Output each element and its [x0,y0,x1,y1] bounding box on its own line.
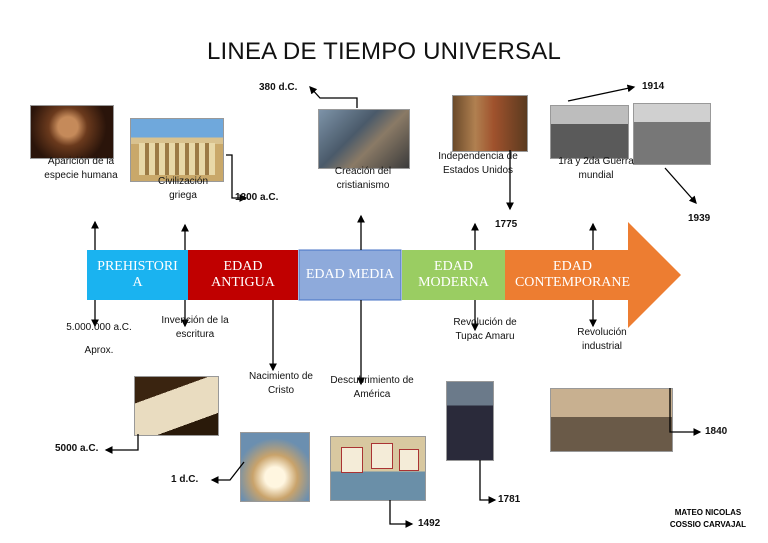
year-380-dc: 380 d.C. [259,82,298,93]
year-1781: 1781 [498,494,521,505]
event-invencion-escritura: Invención de la escritura [161,315,229,340]
year-1939: 1939 [688,213,711,224]
year-5000-ac: 5000 a.C. [55,443,99,454]
tupac-amaru-portrait [446,381,494,461]
event-revolucion-tupac-amaru: Revolución de Tupac Amaru [453,317,517,342]
event-independencia-eeuu: Independencia de Estados Unidos [438,151,518,176]
nativity-painting [240,432,310,502]
event-revolucion-industrial: Revolución industrial [577,327,627,352]
constantine-painting [318,109,410,169]
event-civilizacion-griega: Civilización griega [157,176,208,201]
event-descubrimiento-america: Descubrimiento de América [330,375,414,400]
author-name: MATEO NICOLAS COSSIO CARVAJAL [669,508,747,529]
year-1914: 1914 [642,81,665,92]
parthenon-photo [130,118,224,182]
independence-painting [452,95,528,152]
era-edad-contemporanea: EDAD CONTEMPORANE [514,259,631,290]
event-guerras-mundiales: 1ra y 2da Guerra mundial [558,156,634,181]
era-edad-moderna: EDAD MODERNA [402,250,505,300]
event-creacion-cristianismo: Creación del cristianismo [334,166,392,191]
era-edad-contemporanea-arrow [505,222,681,328]
page-title: LINEA DE TIEMPO UNIVERSAL [207,38,561,65]
year-1492: 1492 [418,518,441,529]
book-photo [134,376,219,436]
caravel-ships-painting [330,436,426,501]
era-prehistoria: PREHISTORI A [87,250,188,300]
era-edad-antigua: EDAD ANTIGUA [188,250,298,300]
factory-photo [550,388,673,452]
ww2-photo [633,103,711,165]
year-1200-ac: 1200 a.C. [235,192,279,203]
caveman-photo [30,105,114,159]
year-1-dc: 1 d.C. [171,474,199,485]
year-1775: 1775 [495,219,518,230]
event-aparicion-especie-humana: Aparición de la especie humana [44,156,118,181]
era-edad-media: EDAD MEDIA [299,250,401,300]
event-nacimiento-cristo: Nacimiento de Cristo [249,371,313,396]
event-5000000-ac: 5.000.000 a.C. Aprox. [66,322,132,356]
ww1-photo [550,105,629,159]
year-1840: 1840 [705,426,728,437]
